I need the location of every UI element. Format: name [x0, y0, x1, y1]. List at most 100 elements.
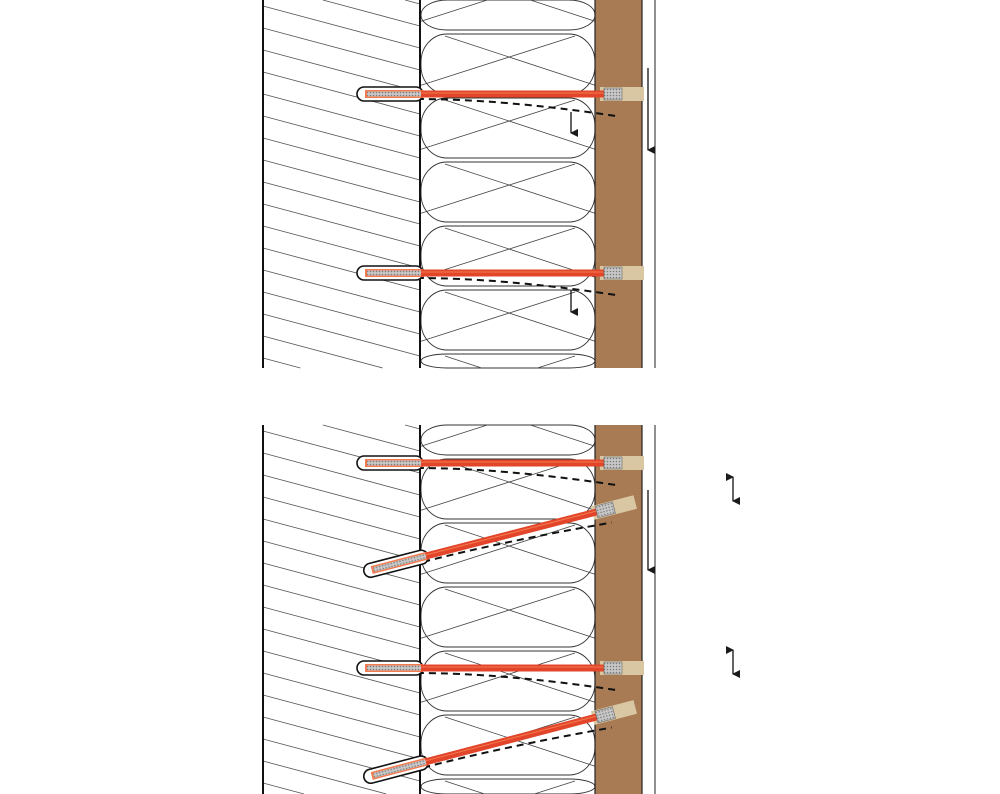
- insulation-fiber-line: [420, 291, 576, 342]
- wood-stud: [595, 425, 642, 794]
- insulation-batt: [420, 0, 596, 31]
- insulation-batt: [420, 778, 596, 794]
- insulation-batt: [420, 353, 596, 369]
- fastener-body: [356, 660, 644, 691]
- hatch-line: [262, 474, 421, 518]
- screw-thread-end: [594, 706, 616, 724]
- insulation-batt: [420, 161, 596, 223]
- hatch-line: [262, 518, 421, 562]
- hatch-line: [262, 540, 421, 584]
- hatch-line: [262, 269, 421, 313]
- panel-lower: [262, 424, 740, 794]
- insulation-fiber-line: [420, 0, 488, 22]
- fastener-body: [362, 700, 637, 785]
- hatch-line: [262, 225, 421, 269]
- anchor-thread: [367, 460, 421, 466]
- insulation-batt: [420, 97, 596, 159]
- hatch-line: [322, 0, 421, 27]
- hatch-line: [262, 27, 421, 71]
- hatch-line: [262, 562, 421, 606]
- insulation-fiber-line: [420, 424, 488, 447]
- hatch-line: [262, 93, 421, 137]
- insulation-fiber-line: [444, 355, 482, 369]
- hatch-line: [262, 335, 383, 369]
- hatch-line: [262, 71, 421, 115]
- hatch-line: [262, 49, 421, 93]
- screw-thread-end: [603, 456, 623, 470]
- fastener-body: [362, 495, 637, 579]
- insulation-fiber-line: [530, 424, 596, 447]
- wood-stud: [595, 0, 642, 368]
- fastener: [362, 495, 637, 579]
- screw-thread-end: [603, 661, 623, 675]
- insulation-fiber-line: [444, 652, 596, 703]
- screw-shaft: [421, 664, 606, 672]
- anchor-thread: [367, 270, 421, 276]
- screw-thread-end: [603, 87, 623, 101]
- deflected-shape-dashed: [423, 521, 612, 563]
- hatch-line: [262, 291, 421, 335]
- insulation-fiber-line: [420, 588, 576, 639]
- hatch-line: [262, 650, 421, 694]
- hatch-line: [262, 159, 421, 203]
- hatch-line: [262, 496, 421, 540]
- hatch-line: [262, 313, 421, 357]
- screw-shaft: [425, 713, 600, 766]
- hatch-line: [262, 782, 305, 794]
- insulation-fiber-line: [420, 460, 576, 511]
- insulation-fiber-line: [444, 99, 596, 150]
- insulation-fiber-line: [420, 35, 576, 86]
- screw-shaft: [421, 90, 606, 98]
- hatch-line: [262, 694, 421, 738]
- hatch-line: [262, 672, 421, 716]
- insulation-fiber-line: [444, 524, 596, 575]
- masonry-hatching: [262, 424, 421, 794]
- insulation-fiber-line: [444, 780, 485, 794]
- insulation-batt: [420, 424, 596, 456]
- screw-highlight: [425, 715, 599, 762]
- screw-shaft: [421, 459, 606, 467]
- fastener: [362, 700, 637, 785]
- deflected-shape-dashed: [416, 98, 617, 117]
- hatch-line: [262, 181, 421, 225]
- hatch-line: [404, 0, 421, 5]
- fastener: [356, 455, 644, 486]
- hatch-line: [262, 452, 421, 496]
- deflected-shape-dashed: [423, 726, 612, 769]
- hatch-line: [262, 716, 421, 760]
- hatch-line: [262, 606, 421, 650]
- insulation-fiber-line: [444, 588, 596, 639]
- deflected-shape-dashed: [416, 672, 617, 691]
- hatch-line: [262, 115, 421, 159]
- deflected-shape-dashed: [416, 467, 617, 486]
- insulation-fiber-line: [420, 524, 576, 575]
- insulation-batt: [420, 586, 596, 648]
- insulation-fiber-line: [420, 227, 576, 278]
- insulation-batt: [420, 225, 596, 287]
- fastener: [356, 86, 644, 117]
- hatch-line: [262, 584, 421, 628]
- hatch-line: [262, 760, 387, 794]
- masonry-hatching: [262, 0, 421, 369]
- screw-thread-end: [594, 501, 616, 519]
- panel-body: [262, 424, 656, 794]
- insulation-fiber-line: [534, 780, 576, 794]
- insulation-batt: [420, 289, 596, 351]
- screw-shaft: [425, 508, 600, 560]
- anchor-thread: [373, 553, 427, 572]
- insulation-fiber-line: [537, 355, 576, 369]
- screw-thread-end: [603, 266, 623, 280]
- panel-body: [262, 0, 656, 369]
- hatch-line: [404, 424, 421, 430]
- hatch-line: [262, 137, 421, 181]
- anchor-thread: [367, 665, 421, 671]
- insulation: [420, 0, 596, 369]
- insulation-fiber-line: [420, 163, 576, 214]
- insulation-batt: [420, 650, 596, 712]
- insulation-batt: [420, 33, 596, 95]
- screw-highlight: [425, 510, 599, 556]
- insulation-fiber-line: [530, 0, 596, 22]
- screw-shaft: [421, 269, 606, 277]
